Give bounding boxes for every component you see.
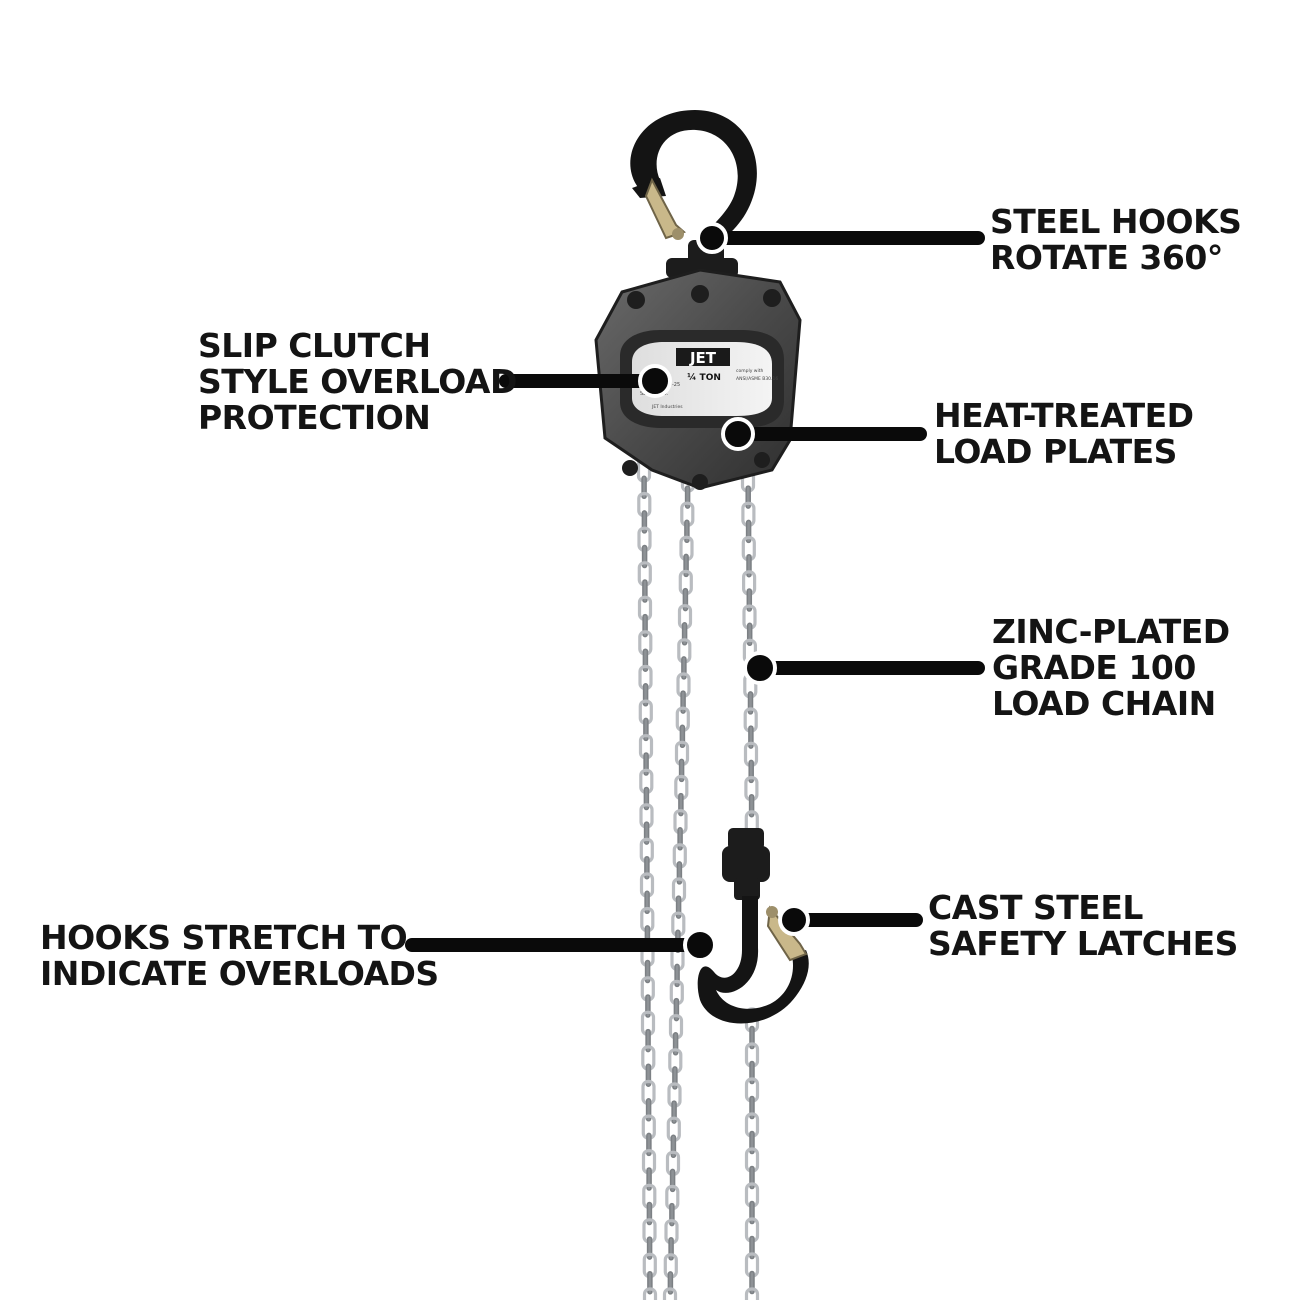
hand-chain-left (636, 457, 658, 1300)
callout-load-chain-line-2: GRADE 100 (992, 648, 1196, 687)
callout-slip-clutch: SLIP CLUTCH STYLE OVERLOAD PROTECTION (198, 328, 517, 436)
callout-safety-latches: CAST STEEL SAFETY LATCHES (928, 890, 1238, 962)
callout-hooks-stretch: HOOKS STRETCH TO INDICATE OVERLOADS (40, 920, 439, 992)
leader-hooks-stretch (405, 928, 717, 962)
callout-load-chain-line-1: ZINC-PLATED (992, 612, 1230, 651)
callout-steel-hooks-line-1: STEEL HOOKS (990, 202, 1242, 241)
callout-steel-hooks: STEEL HOOKS ROTATE 360° (990, 202, 1242, 277)
chain-link (642, 1287, 658, 1300)
leader-load-plates (721, 417, 927, 451)
callout-hooks-stretch-line-1: HOOKS STRETCH TO (40, 918, 408, 957)
plate-standard-text: ANSI/ASME B30.16 (736, 376, 778, 382)
name-plate (632, 342, 772, 416)
callout-hooks-stretch-line-2: INDICATE OVERLOADS (40, 954, 439, 993)
callout-load-chain: ZINC-PLATED GRADE 100 LOAD CHAIN (992, 614, 1230, 722)
callout-slip-clutch-line-3: PROTECTION (198, 398, 431, 437)
top-hook-icon (630, 110, 757, 278)
plate-comply-text: comply with (736, 368, 764, 374)
callout-steel-hooks-line-2: ROTATE 360° (990, 238, 1223, 277)
callout-safety-latches-line-1: CAST STEEL (928, 888, 1143, 927)
callout-load-plates-line-1: HEAT-TREATED (934, 396, 1194, 435)
leader-steel-hooks (696, 222, 985, 254)
callout-load-plates: HEAT-TREATED LOAD PLATES (934, 398, 1194, 470)
chain-link (662, 1287, 678, 1300)
callout-safety-latches-line-2: SAFETY LATCHES (928, 924, 1238, 963)
callout-load-plates-line-2: LOAD PLATES (934, 432, 1177, 471)
hand-chain-right (662, 467, 696, 1300)
callout-slip-clutch-line-1: SLIP CLUTCH (198, 326, 431, 365)
chain-link (744, 1287, 760, 1300)
callout-slip-clutch-line-2: STYLE OVERLOAD (198, 362, 517, 401)
brand-text: JET (689, 349, 717, 367)
leader-load-chain (743, 651, 985, 685)
capacity-text: ¼ TON (687, 372, 721, 383)
leader-slip-clutch (499, 364, 672, 398)
callout-load-chain-line-3: LOAD CHAIN (992, 684, 1216, 723)
leader-safety-latches (778, 904, 923, 936)
plate-maker-text: JET Industries (651, 404, 683, 410)
brand-logo (676, 348, 730, 366)
bottom-hook-icon (697, 828, 809, 1024)
